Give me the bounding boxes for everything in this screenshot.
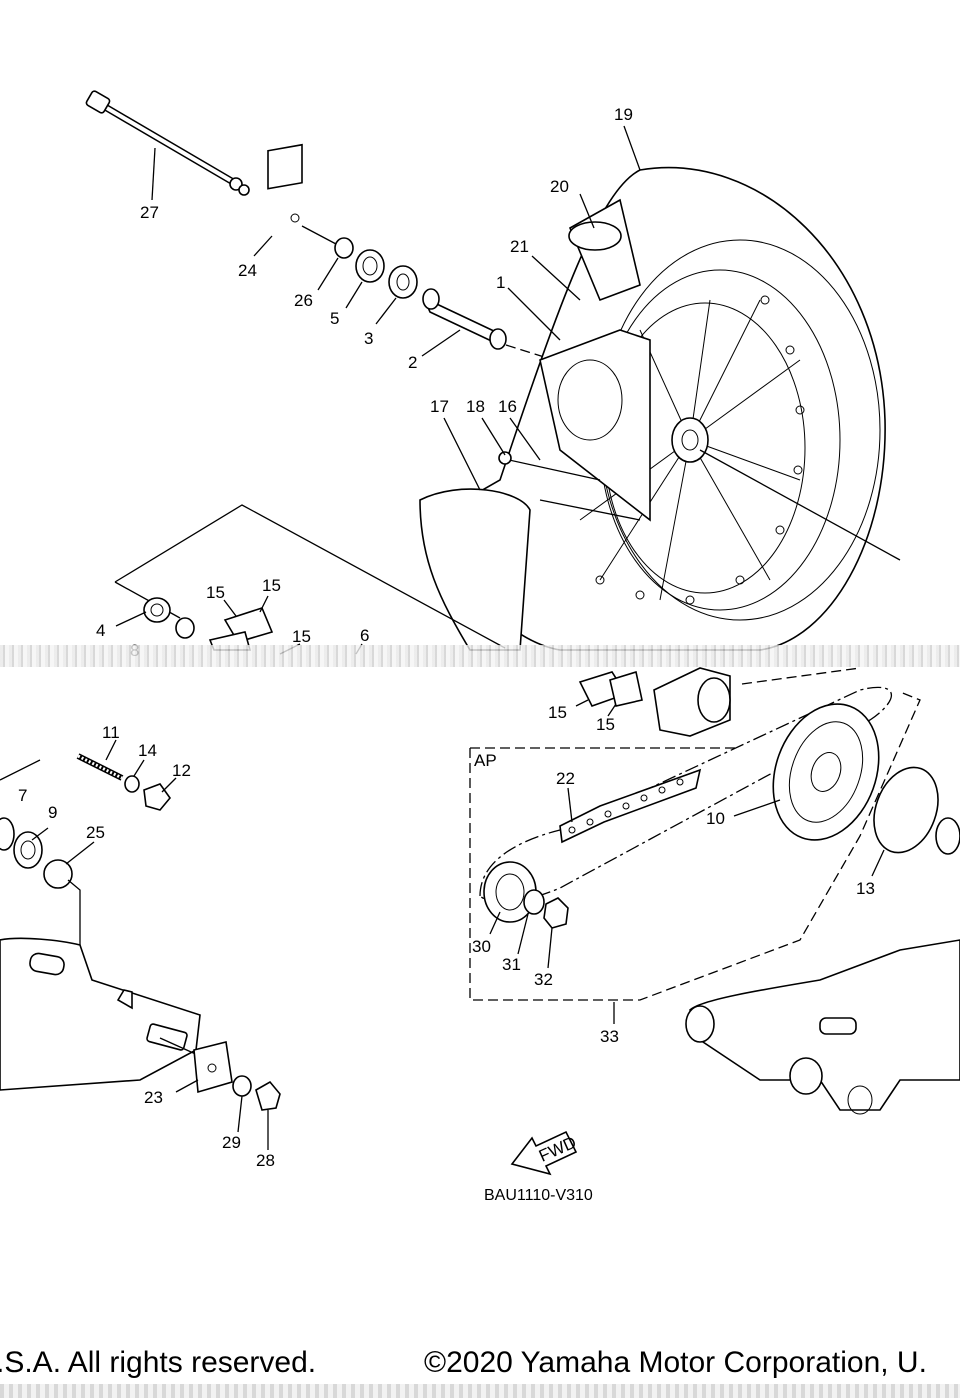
- chain-and-sprockets: [479, 686, 960, 929]
- part-label-1: 1: [496, 273, 505, 292]
- part-label-28: 28: [256, 1151, 275, 1170]
- leader-lines: [31, 125, 885, 1150]
- part-label-15e: 15: [596, 715, 615, 734]
- part-label-13: 13: [856, 879, 875, 898]
- part-label-30: 30: [472, 937, 491, 956]
- footer-copyright-text: ©2020 Yamaha Motor Corporation, U.: [424, 1346, 927, 1379]
- part-label-32: 32: [534, 970, 553, 989]
- part-label-14: 14: [138, 741, 157, 760]
- part-label-23: 23: [144, 1088, 163, 1107]
- axle-spacers: [267, 143, 561, 363]
- scan-seam: [0, 645, 960, 667]
- ap-assembly-box: [469, 691, 921, 1001]
- part-label-3: 3: [364, 329, 373, 348]
- hub-bearings: [143, 597, 274, 651]
- part-label-22: 22: [556, 769, 575, 788]
- part-label-9: 9: [48, 803, 57, 822]
- part-label-15c: 15: [292, 627, 311, 646]
- part-label-10: 10: [706, 809, 725, 828]
- part-label-24: 24: [238, 261, 257, 280]
- part-label-25: 25: [86, 823, 105, 842]
- part-label-29: 29: [222, 1133, 241, 1152]
- swingarm-right-part: [685, 939, 960, 1115]
- part-label-7: 7: [18, 786, 27, 805]
- part-label-4: 4: [96, 621, 105, 640]
- part-label-18: 18: [466, 397, 485, 416]
- rear-wheel-part: [419, 166, 901, 651]
- stud-and-nut: [0, 753, 172, 1006]
- part-label-6: 6: [360, 626, 369, 645]
- part-label-21: 21: [510, 237, 529, 256]
- drawing-code: BAU1110-V310: [484, 1187, 593, 1204]
- scan-seam-bottom: [0, 1384, 960, 1398]
- part-label-26: 26: [294, 291, 313, 310]
- leader-box-upper: [114, 504, 506, 649]
- wheel-spokes: [579, 299, 801, 601]
- part-label-27: 27: [140, 203, 159, 222]
- part-label-15d: 15: [548, 703, 567, 722]
- axle-part: [85, 90, 250, 196]
- part-label-12: 12: [172, 761, 191, 780]
- assembly-label-ap: AP: [474, 751, 497, 770]
- part-label-31: 31: [502, 955, 521, 974]
- part-label-11: 11: [102, 723, 120, 742]
- part-label-33: 33: [600, 1027, 619, 1046]
- part-label-15b: 15: [262, 576, 281, 595]
- sprocket-hub-part: [578, 667, 861, 737]
- part-label-19: 19: [614, 105, 633, 124]
- footer-rights-text: .S.A. All rights reserved.: [0, 1346, 317, 1379]
- part-label-17: 17: [430, 397, 449, 416]
- part-label-16: 16: [498, 397, 517, 416]
- swingarm-left-part: [0, 937, 281, 1111]
- part-label-5: 5: [330, 309, 339, 328]
- part-label-15a: 15: [206, 583, 225, 602]
- forward-arrow-icon: FWD: [510, 1130, 579, 1176]
- part-label-20: 20: [550, 177, 569, 196]
- part-label-2: 2: [408, 353, 417, 372]
